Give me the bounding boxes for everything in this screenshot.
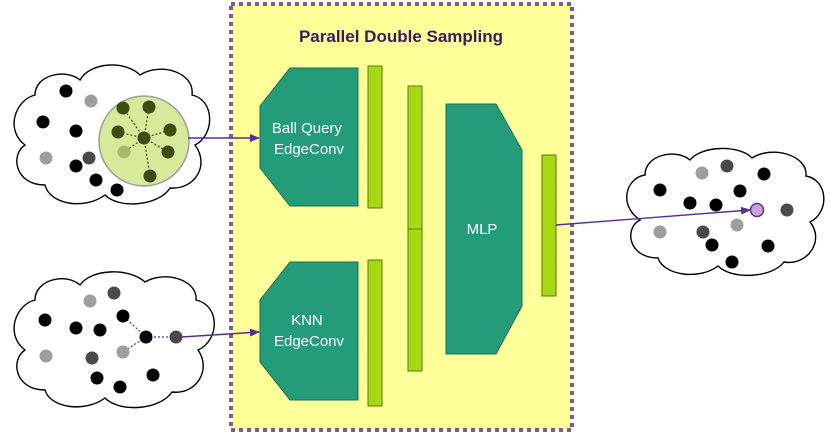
panel-title: Parallel Double Sampling	[299, 27, 503, 46]
cloud-point	[116, 309, 130, 323]
cloud-point	[69, 321, 83, 335]
cloud-point	[59, 84, 73, 98]
mlp-block	[445, 103, 523, 355]
cloud-point	[163, 123, 177, 137]
cloud-point	[695, 166, 709, 180]
cloud-point	[653, 183, 667, 197]
cloud-point	[161, 145, 175, 159]
concat-feature-bar-bottom	[407, 228, 423, 372]
output-arrow	[555, 206, 751, 226]
cloud-point	[169, 330, 183, 344]
output-point	[749, 202, 765, 218]
cloud-point	[709, 198, 723, 212]
cloud-point	[696, 225, 710, 239]
cloud-point	[84, 94, 98, 108]
ball-query-feature-bar	[367, 65, 383, 209]
mlp-label: MLP	[467, 221, 498, 238]
cloud-point	[38, 313, 52, 327]
cloud-point	[139, 330, 153, 344]
cloud-point	[761, 239, 775, 253]
output-cloud-points	[653, 159, 794, 269]
cloud-point	[733, 184, 747, 198]
cloud-point	[757, 167, 771, 181]
knn-label-line1: KNN	[291, 312, 323, 329]
ball-query-label-line1: Ball Query	[272, 120, 343, 137]
cloud-point	[720, 159, 734, 173]
input-cloud-bottom	[13, 271, 215, 409]
ball-query-label-line2: EdgeConv	[274, 141, 345, 158]
concat-feature-bar-top	[407, 85, 423, 230]
cloud-point	[90, 371, 104, 385]
cloud-point	[111, 125, 125, 139]
ball-query-label: Ball Query EdgeConv	[272, 120, 346, 158]
cloud-point	[93, 323, 107, 337]
cloud-point	[730, 218, 744, 232]
input-cloud-bottom-points	[38, 286, 183, 394]
cloud-point	[653, 225, 667, 239]
knn-label: KNN EdgeConv	[274, 312, 345, 350]
cloud-point	[83, 294, 97, 308]
cloud-point	[143, 169, 157, 183]
cloud-point	[85, 351, 99, 365]
cloud-point	[780, 203, 794, 217]
cloud-point	[69, 159, 83, 173]
ball-query-points	[111, 100, 177, 183]
cloud-point	[137, 131, 151, 145]
ball-query-edgeconv-block	[259, 67, 359, 207]
cloud-point	[146, 368, 160, 382]
mlp-output-feature-bar	[541, 154, 557, 297]
knn-label-line2: EdgeConv	[274, 333, 345, 350]
cloud-point	[116, 345, 130, 359]
cloud-point	[683, 196, 697, 210]
input-cloud-top-points	[36, 84, 124, 197]
cloud-point	[82, 151, 96, 165]
cloud-point	[116, 101, 130, 115]
cloud-point	[36, 115, 50, 129]
knn-feature-bar	[367, 259, 383, 407]
cloud-point	[725, 255, 739, 269]
knn-edgeconv-block	[259, 261, 359, 401]
cloud-point	[110, 183, 124, 197]
cloud-point	[142, 100, 156, 114]
cloud-point	[113, 380, 127, 394]
cloud-point	[39, 349, 53, 363]
cloud-point	[705, 238, 719, 252]
cloud-point	[39, 151, 53, 165]
cloud-point	[117, 145, 131, 159]
knn-input-arrow	[181, 328, 260, 338]
cloud-point	[69, 124, 83, 138]
cloud-point	[107, 286, 121, 300]
cloud-point	[89, 173, 103, 187]
